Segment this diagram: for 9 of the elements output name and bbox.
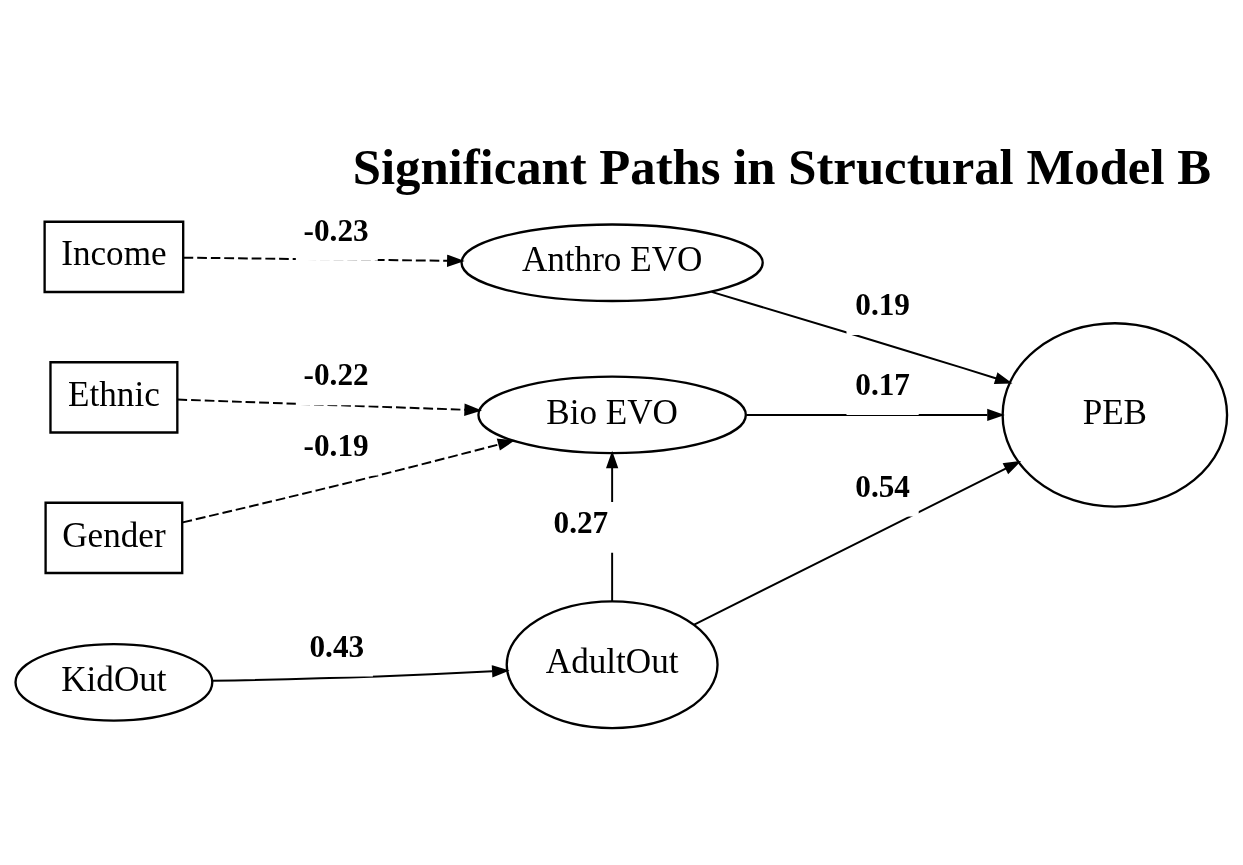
edge-label: 0.19 bbox=[855, 286, 910, 322]
edge-label: -0.22 bbox=[303, 356, 369, 392]
edge-label: 0.54 bbox=[855, 468, 910, 504]
diagram-title: Significant Paths in Structural Model B bbox=[352, 138, 1212, 195]
edge-label: 0.43 bbox=[309, 628, 365, 664]
edge-label: 0.27 bbox=[553, 504, 609, 540]
edge-label: 0.17 bbox=[855, 366, 910, 402]
edge-label: -0.23 bbox=[303, 212, 369, 248]
edge-label: -0.19 bbox=[303, 427, 369, 463]
